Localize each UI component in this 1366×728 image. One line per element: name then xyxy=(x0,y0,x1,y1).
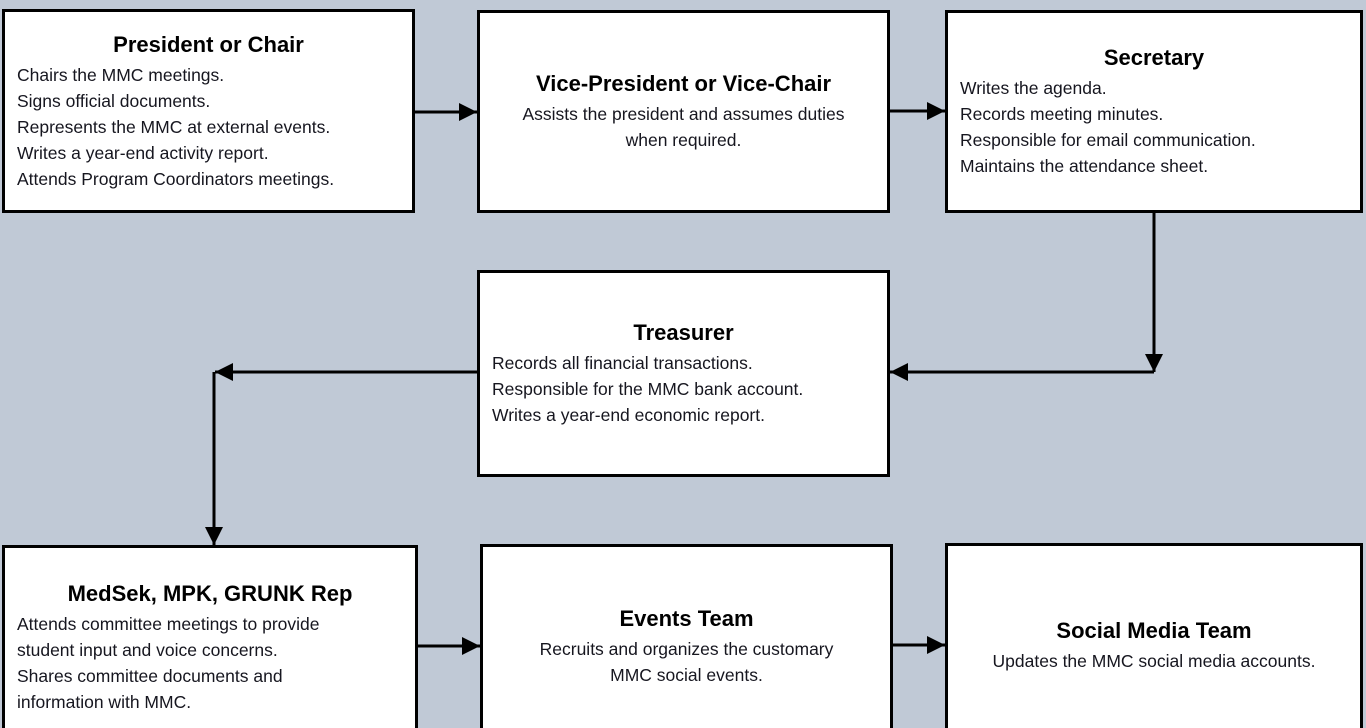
node-secretary: Secretary Writes the agenda. Records mee… xyxy=(945,10,1363,213)
node-title: Vice-President or Vice-Chair xyxy=(535,71,832,96)
node-duty-line: Chairs the MMC meetings. xyxy=(17,64,225,85)
node-treasurer: Treasurer Records all financial transact… xyxy=(477,270,890,477)
node-duty-line: Attends committee meetings to provide xyxy=(17,613,320,634)
node-duty-line: Attends Program Coordinators meetings. xyxy=(17,168,335,189)
node-duty-line: Responsible for the MMC bank account. xyxy=(492,379,804,399)
node-duty-line: Assists the president and assumes duties xyxy=(522,104,845,124)
node-duty-line: Maintains the attendance sheet. xyxy=(960,156,1209,176)
node-vice-president-or-vice-chair: Vice-President or Vice-Chair Assists the… xyxy=(477,10,890,213)
node-duty-line: Updates the MMC social media accounts. xyxy=(992,650,1316,671)
node-title: President or Chair xyxy=(113,31,304,57)
node-social-media-team: Social Media Team Updates the MMC social… xyxy=(945,543,1363,728)
node-duty-line: Writes a year-end activity report. xyxy=(17,142,269,163)
node-events-team: Events Team Recruits and organizes the c… xyxy=(480,544,893,728)
node-duty-line: Writes a year-end economic report. xyxy=(492,405,765,425)
node-duty-line: information with MMC. xyxy=(17,691,192,712)
node-duty-line: Records meeting minutes. xyxy=(960,104,1164,124)
node-duty-line: Signs official documents. xyxy=(17,90,211,111)
node-duty-line: when required. xyxy=(625,130,742,150)
node-duty-line: Writes the agenda. xyxy=(960,78,1107,98)
node-duty-line: Records all financial transactions. xyxy=(492,353,753,373)
node-duty-line: Recruits and organizes the customary xyxy=(539,638,834,659)
node-title: Social Media Team xyxy=(1056,617,1252,643)
node-duty-line: Shares committee documents and xyxy=(17,665,283,686)
node-duty-line: student input and voice concerns. xyxy=(17,639,278,660)
node-duty-line: Responsible for email communication. xyxy=(960,130,1256,150)
node-title: Secretary xyxy=(1103,45,1205,70)
node-president-or-chair: President or Chair Chairs the MMC meetin… xyxy=(2,9,415,213)
node-duty-line: MMC social events. xyxy=(610,664,763,685)
node-duty-line: Represents the MMC at external events. xyxy=(17,116,331,137)
node-title: Events Team xyxy=(619,605,754,631)
node-title: Treasurer xyxy=(633,320,734,345)
node-title: MedSek, MPK, GRUNK Rep xyxy=(67,580,353,606)
node-medsek-mpk-grunk-rep: MedSek, MPK, GRUNK Rep Attends committee… xyxy=(2,545,418,728)
